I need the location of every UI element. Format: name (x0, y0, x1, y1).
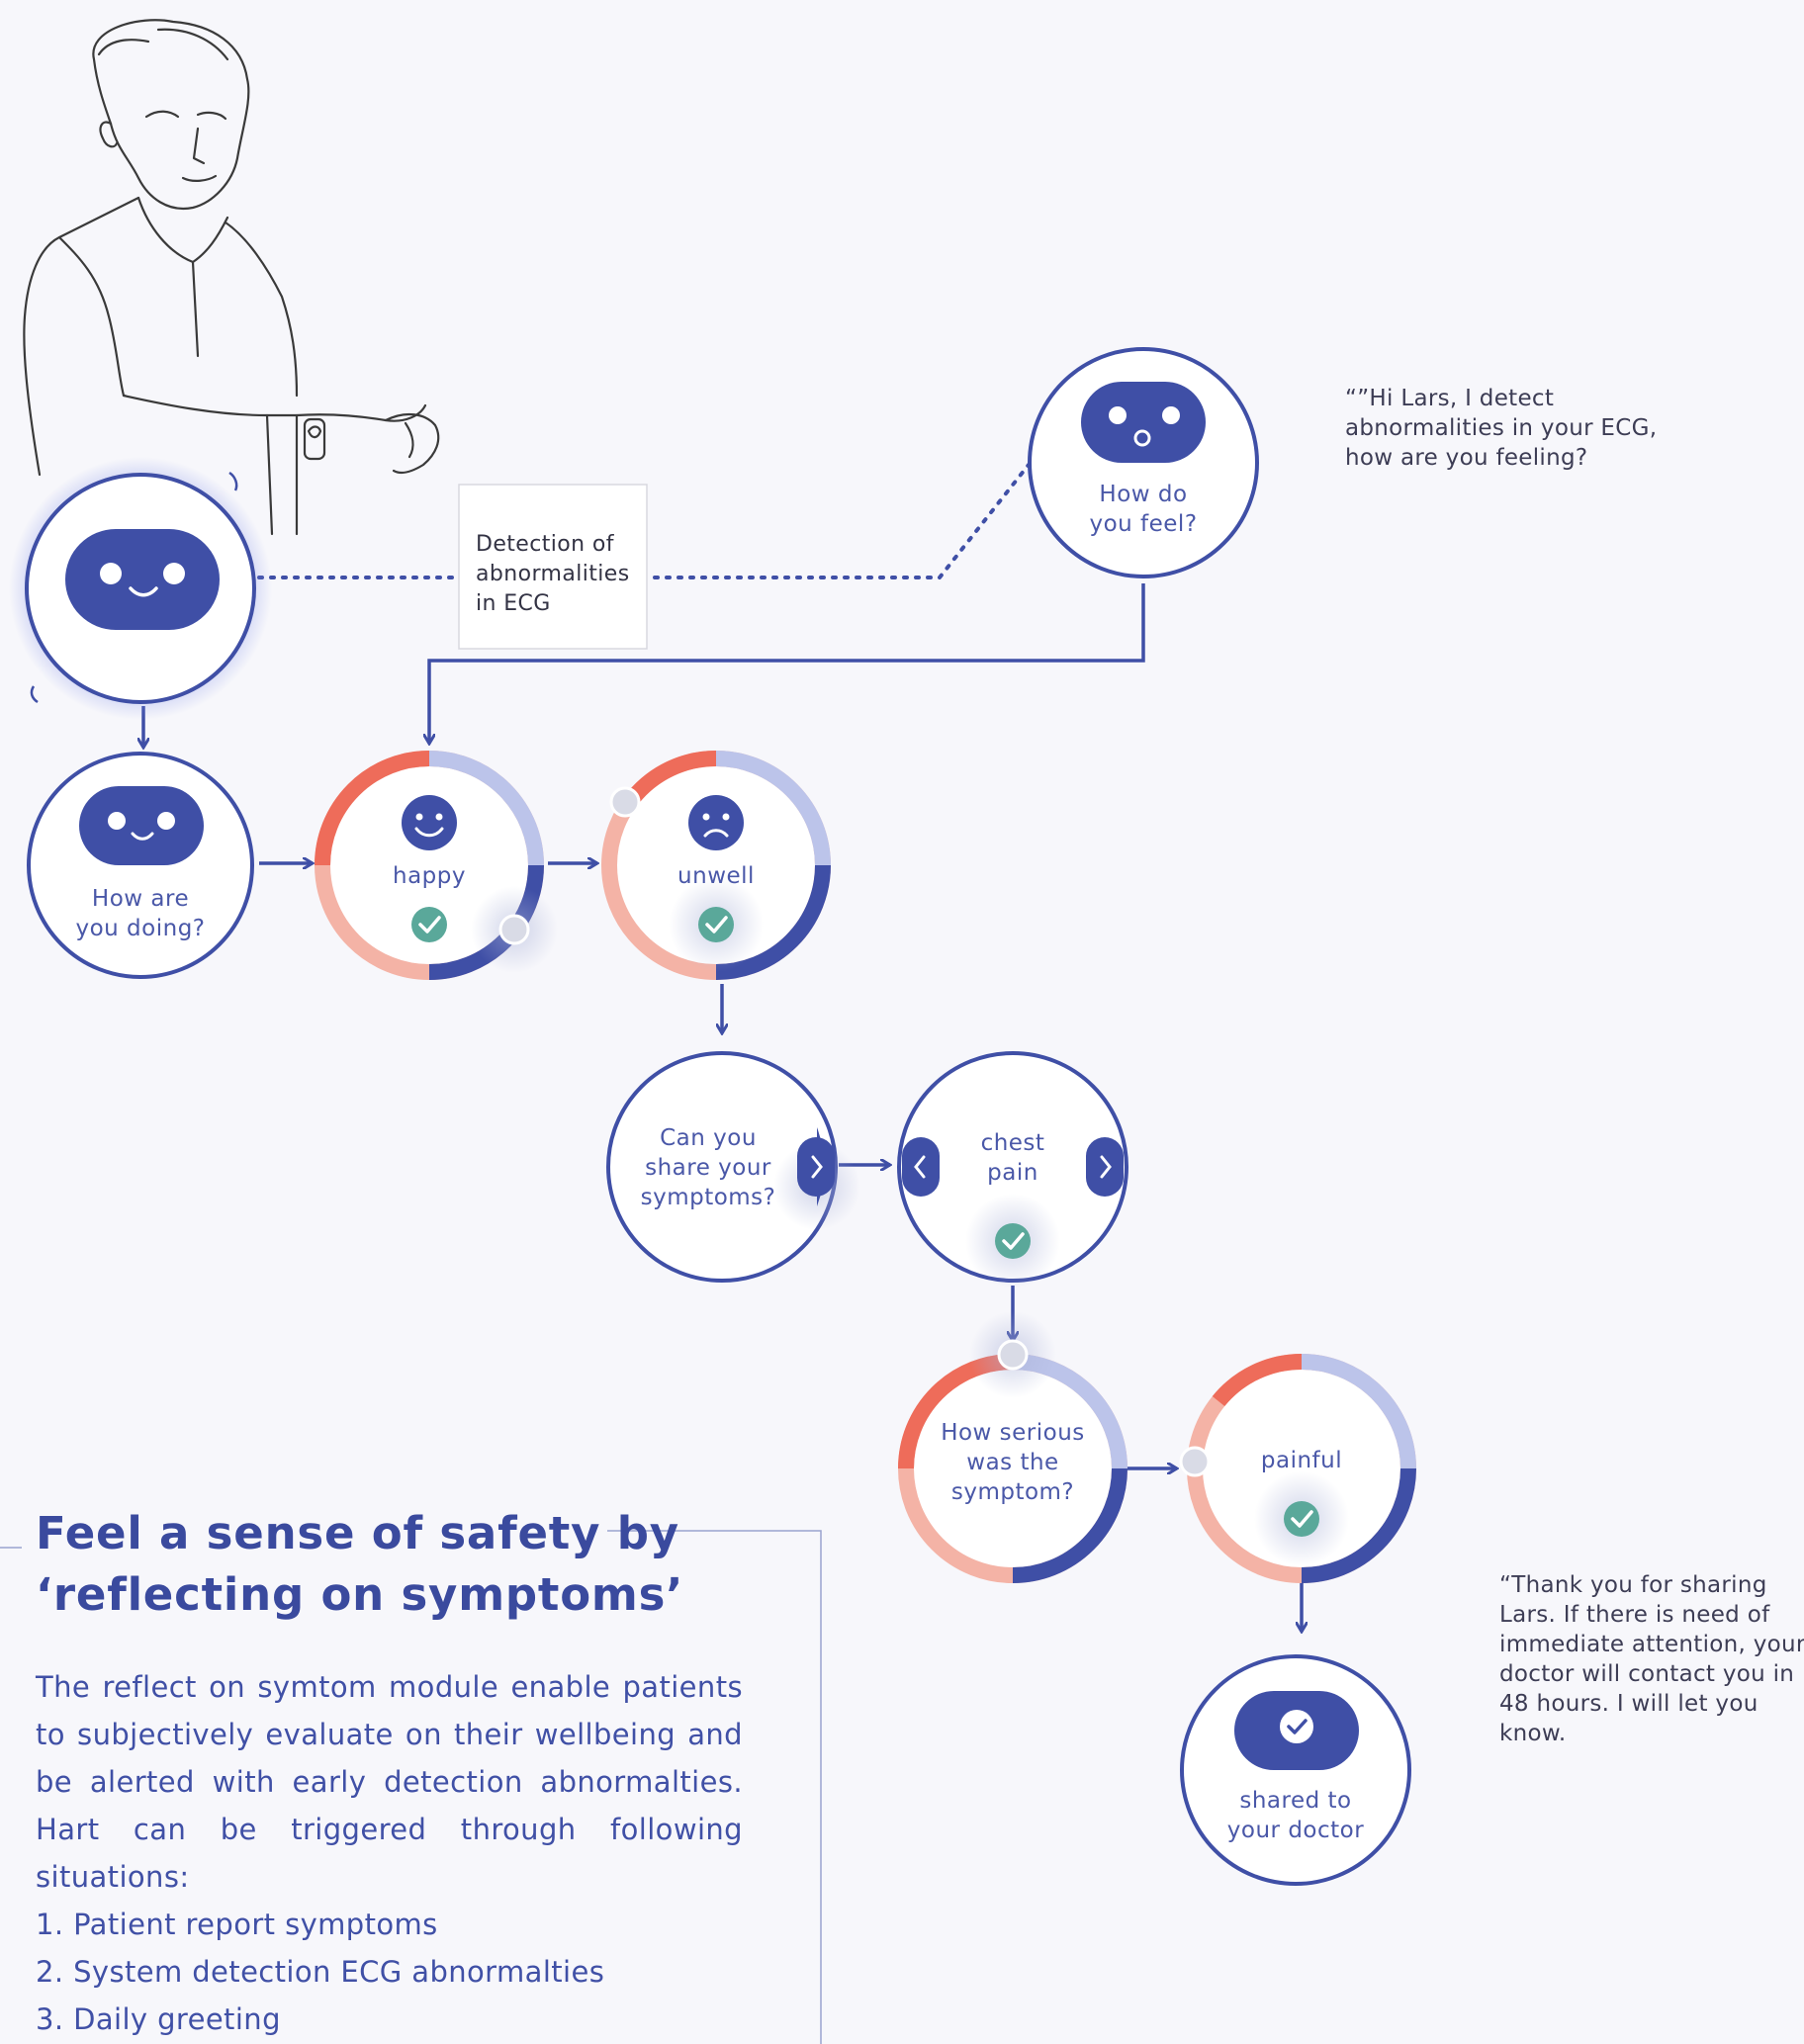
how-do-you-feel-line-1: How do (1099, 482, 1187, 507)
checkmark-icon[interactable] (995, 1223, 1031, 1259)
quote-bottom-line-4: doctor will contact you in (1499, 1661, 1794, 1687)
severity-line-1: How serious (941, 1420, 1085, 1446)
severity-line-3: symptom? (951, 1479, 1074, 1505)
chest-pain-node[interactable]: chest pain (897, 1051, 1128, 1289)
trigger-box-line-1: Detection of (476, 532, 615, 557)
how-do-you-feel-node[interactable]: How do you feel? (1028, 347, 1259, 578)
severity-rating-dial[interactable]: How serious was the symptom? (898, 1311, 1128, 1583)
happy-label: happy (393, 863, 466, 889)
situation-item: 2. System detection ECG abnormalties (36, 1955, 605, 1989)
situation-item: 3. Daily greeting (36, 2002, 281, 2036)
surprised-robot-face-icon (1081, 382, 1206, 463)
checkmark-icon (1234, 1691, 1359, 1770)
share-symptoms-node[interactable]: Can you share your symptoms? (606, 1051, 860, 1283)
how-are-you-line-1: How are (92, 886, 189, 912)
panel-title-line-1: Feel a sense of safety by (36, 1507, 679, 1559)
bot-node[interactable] (9, 457, 272, 720)
painful-label: painful (1261, 1448, 1342, 1473)
smiling-robot-face-icon (65, 529, 220, 630)
quote-top-line-1: “”Hi Lars, I detect (1345, 386, 1554, 411)
quote-bottom-line-3: immediate attention, your (1499, 1632, 1804, 1657)
checkmark-icon[interactable] (1284, 1501, 1319, 1537)
share-symptoms-line-3: symptoms? (641, 1185, 776, 1210)
checkmark-icon[interactable] (411, 907, 447, 942)
situation-list: 1. Patient report symptoms 2. System det… (36, 1901, 758, 2043)
panel-description: The reflect on symtom module enable pati… (36, 1670, 743, 1894)
shared-line-1: shared to (1239, 1788, 1351, 1814)
smiley-icon (402, 795, 457, 850)
trigger-dotted-line (257, 463, 1031, 579)
unwell-label: unwell (677, 863, 755, 889)
shared-to-doctor-node[interactable]: shared to your doctor (1180, 1654, 1411, 1886)
share-symptoms-line-2: share your (645, 1155, 771, 1181)
painful-rating-dial[interactable]: painful (1179, 1353, 1416, 1583)
description-panel: Feel a sense of safety by ‘reflecting on… (36, 1503, 758, 2043)
panel-title-line-2: ‘reflecting on symptoms’ (36, 1568, 684, 1621)
chest-pain-line-2: pain (987, 1160, 1038, 1186)
quote-bottom-line-1: “Thank you for sharing (1499, 1572, 1767, 1598)
situation-item: 1. Patient report symptoms (36, 1908, 438, 1941)
how-are-you-line-2: you doing? (75, 916, 205, 941)
quote-bottom-line-2: Lars. If there is need of (1499, 1602, 1770, 1628)
quote-top-line-2: abnormalities in your ECG, (1345, 415, 1657, 441)
bot-quote-bottom: “Thank you for sharing Lars. If there is… (1499, 1572, 1804, 1746)
checkmark-icon[interactable] (698, 907, 734, 942)
trigger-box-line-2: abnormalities (476, 562, 630, 586)
panel-frame (0, 1530, 822, 2044)
chevron-right-icon[interactable] (797, 1127, 835, 1206)
how-do-you-feel-line-2: you feel? (1089, 511, 1197, 537)
quote-bottom-line-6: know. (1499, 1721, 1566, 1746)
quote-top-line-3: how are you feeling? (1345, 445, 1587, 471)
sad-face-icon (688, 795, 744, 850)
unwell-rating-dial[interactable]: unwell (601, 750, 831, 980)
severity-line-2: was the (966, 1450, 1058, 1475)
chevron-right-icon[interactable] (1086, 1137, 1124, 1197)
bot-quote-top: “”Hi Lars, I detect abnormalities in you… (1345, 386, 1657, 471)
quote-bottom-line-5: 48 hours. I will let you (1499, 1691, 1759, 1717)
elderly-man-illustration (23, 19, 440, 536)
share-symptoms-line-1: Can you (660, 1125, 757, 1151)
chest-pain-line-1: chest (981, 1130, 1045, 1156)
happy-rating-dial[interactable]: happy (315, 751, 558, 980)
chevron-left-icon[interactable] (902, 1137, 940, 1197)
trigger-box-line-3: in ECG (476, 591, 551, 616)
shared-line-2: your doctor (1227, 1818, 1364, 1843)
smiling-robot-face-icon (79, 786, 204, 865)
abnormality-detection-box: Detection of abnormalities in ECG (458, 484, 648, 650)
panel-title: Feel a sense of safety by ‘reflecting on… (36, 1503, 758, 1626)
how-are-you-node[interactable]: How are you doing? (27, 752, 254, 979)
